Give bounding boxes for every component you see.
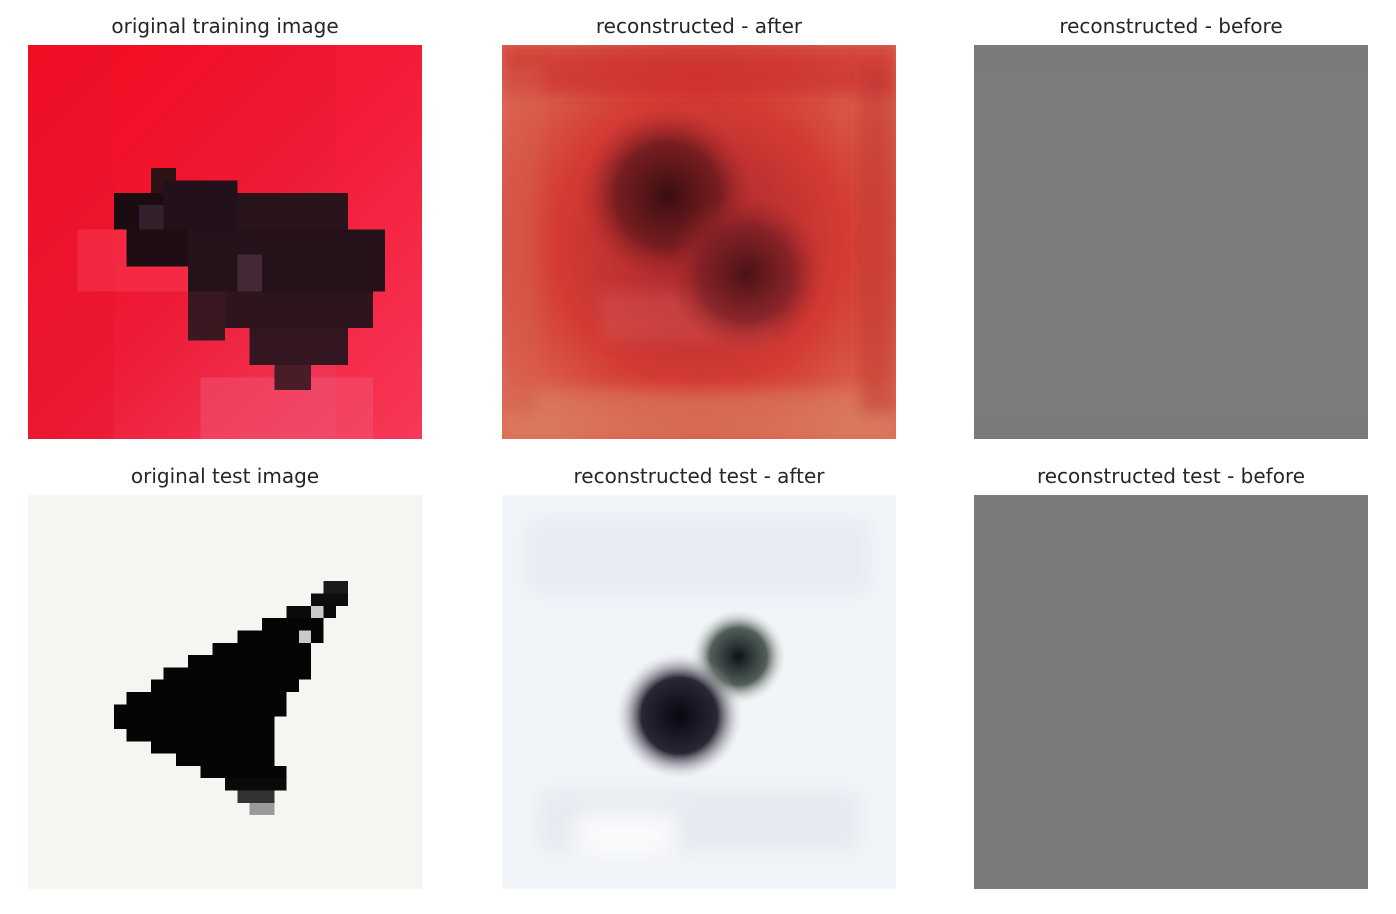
panel-title: original training image	[111, 14, 339, 38]
panel-title: reconstructed - after	[595, 14, 803, 38]
panel-title: reconstructed test - before	[1036, 464, 1306, 488]
original-training-image	[28, 45, 422, 439]
panel-title: original test image	[130, 464, 320, 488]
original-test-image	[28, 495, 422, 889]
reconstructed-test-before-image	[974, 495, 1368, 889]
reconstructed-before-image	[974, 45, 1368, 439]
reconstructed-after-image	[502, 45, 896, 439]
panel-title: reconstructed test - after	[573, 464, 825, 488]
panel-title: reconstructed - before	[1059, 14, 1283, 38]
reconstructed-test-after-image	[502, 495, 896, 889]
